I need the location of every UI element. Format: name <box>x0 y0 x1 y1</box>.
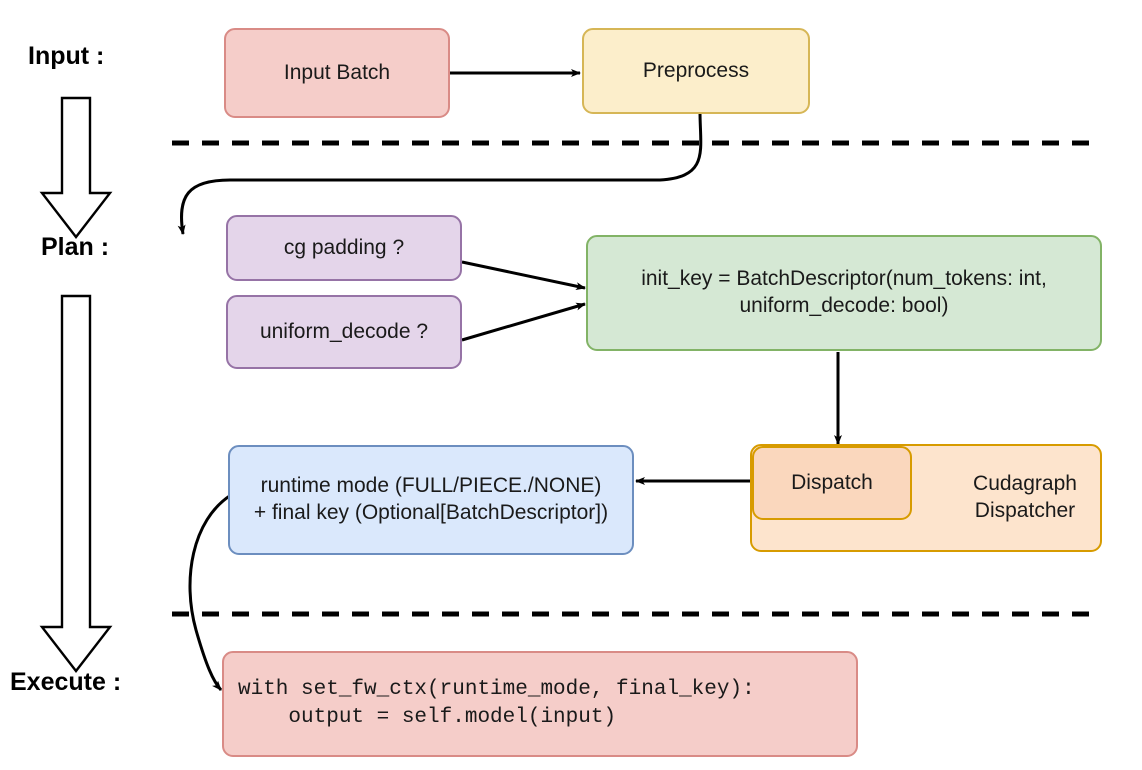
node-dispatch[interactable]: Dispatch <box>752 446 912 520</box>
node-input-batch[interactable]: Input Batch <box>224 28 450 118</box>
node-preprocess[interactable]: Preprocess <box>582 28 810 114</box>
input-to-plan-flow-arrow <box>39 96 113 239</box>
node-execute-code[interactable]: with set_fw_ctx(runtime_mode, final_key)… <box>222 651 858 757</box>
node-uniform-decode[interactable]: uniform_decode ? <box>226 295 462 369</box>
node-init-key[interactable]: init_key = BatchDescriptor(num_tokens: i… <box>586 235 1102 351</box>
stage-label-execute: Execute : <box>10 668 122 696</box>
edge-cg-padding-to-init-key <box>461 260 586 291</box>
plan-to-execute-flow-arrow <box>39 294 113 673</box>
cudagraph-dispatcher-label: Cudagraph Dispatcher <box>973 472 1077 523</box>
node-cg-padding[interactable]: cg padding ? <box>226 215 462 281</box>
edge-uniform-decode-to-init-key <box>461 302 586 342</box>
stage-label-input: Input : <box>28 42 105 70</box>
node-runtime-mode[interactable]: runtime mode (FULL/PIECE./NONE) + final … <box>228 445 634 555</box>
stage-label-plan: Plan : <box>41 233 110 261</box>
